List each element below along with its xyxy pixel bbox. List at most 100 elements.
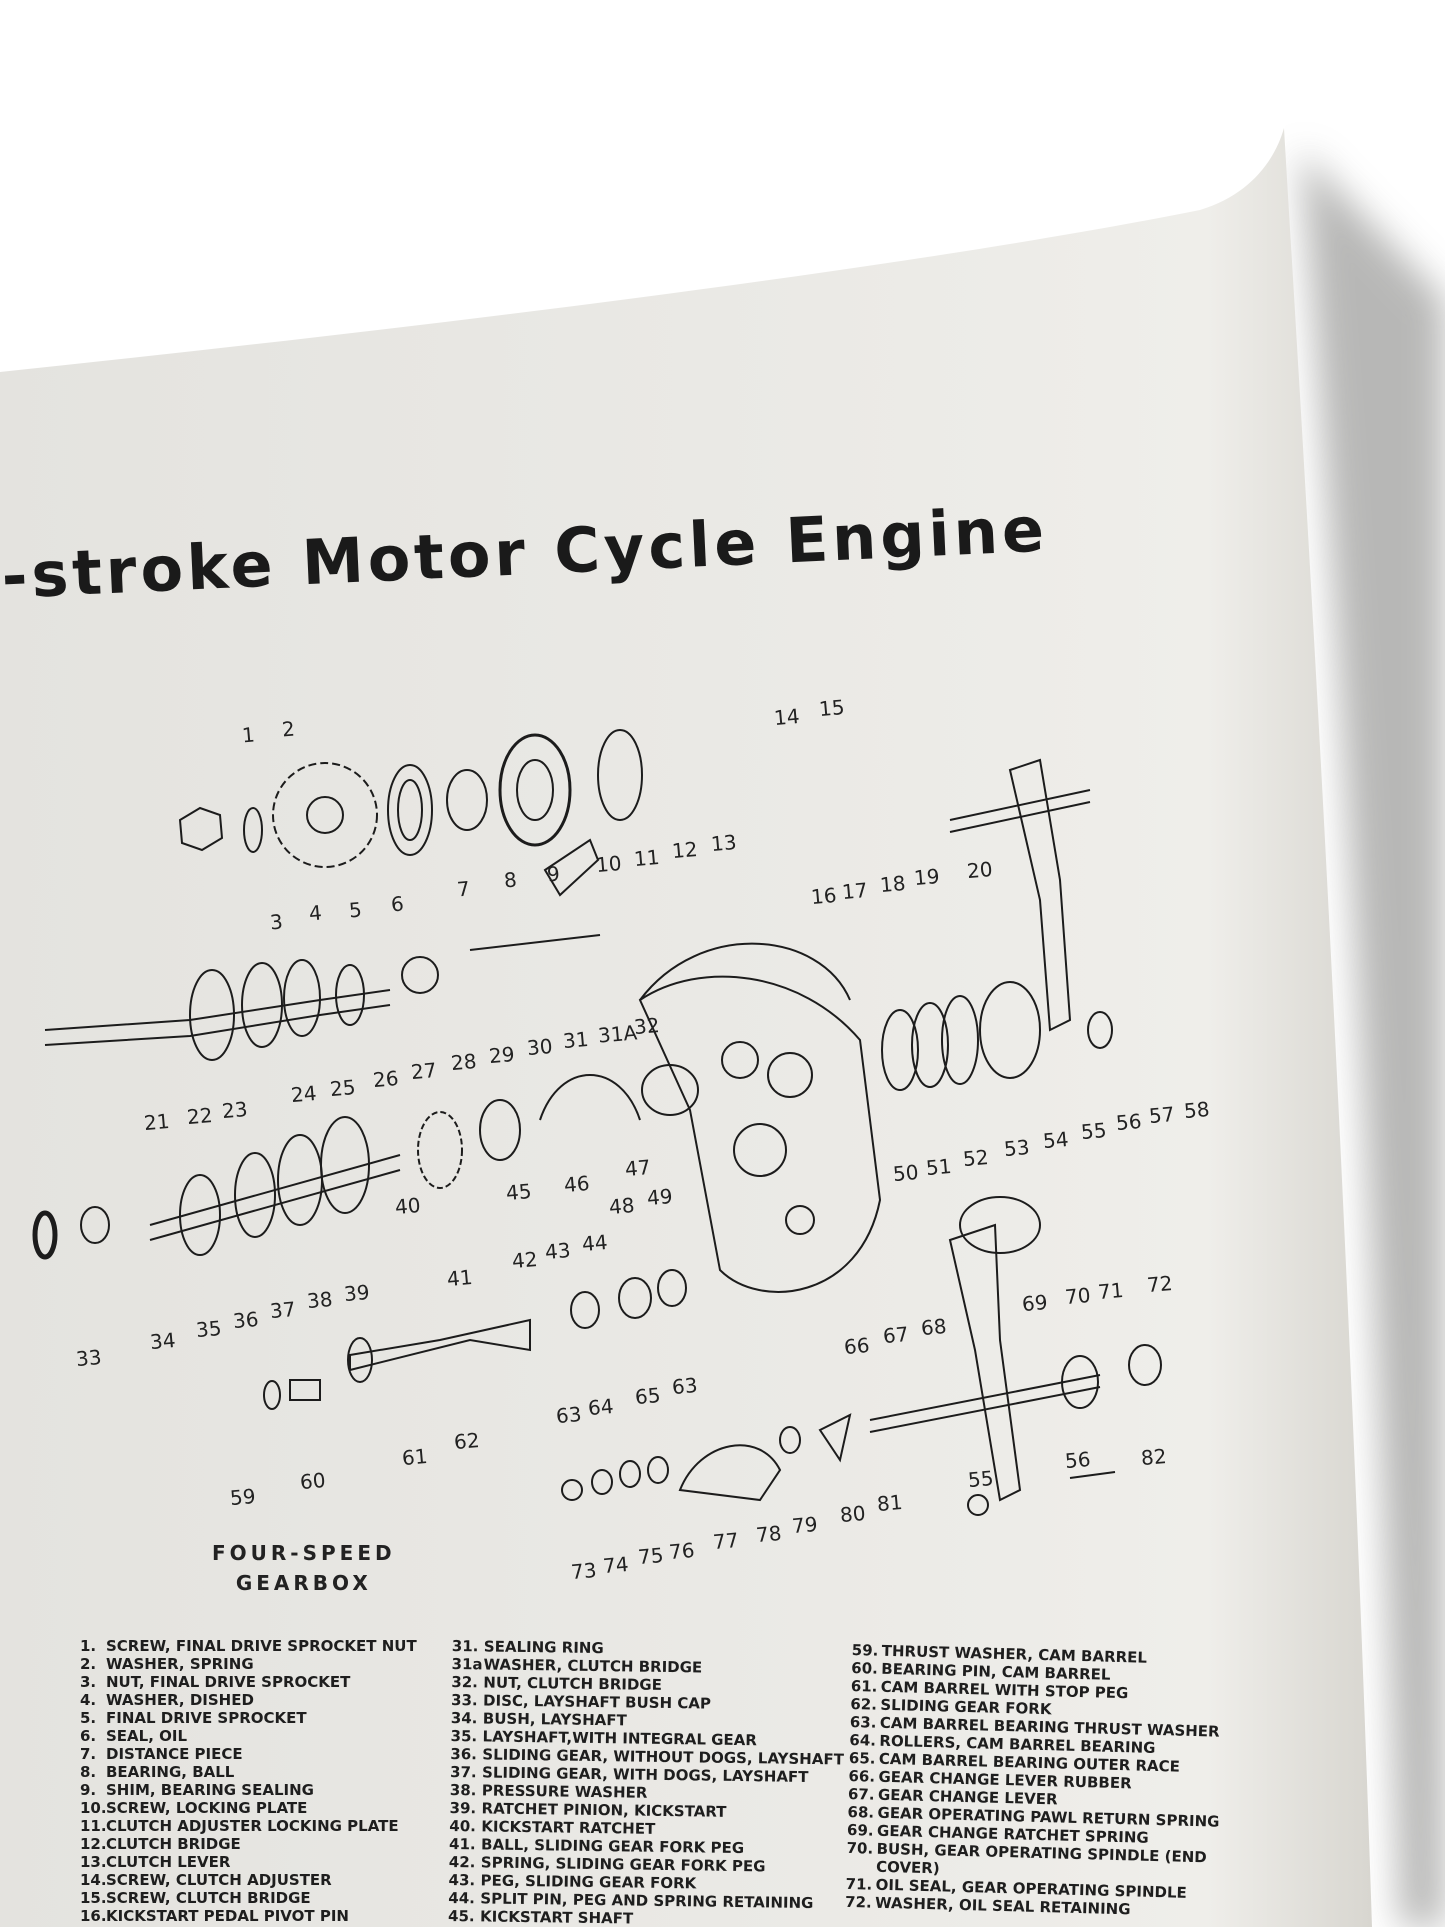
part-number: 69.: [846, 1820, 874, 1840]
part-description: SEAL, OIL: [106, 1727, 188, 1745]
parts-list-item: 12.CLUTCH BRIDGE: [80, 1835, 417, 1853]
part-number-label: 65: [634, 1383, 662, 1410]
part-description: CLUTCH LEVER: [106, 1853, 231, 1871]
part-number-label: 19: [913, 863, 941, 890]
part-number-label: 1: [240, 722, 256, 748]
part-number-label: 45: [505, 1179, 533, 1206]
part-number-label: 60: [298, 1468, 327, 1495]
part-description: KICKSTART SHAFT: [479, 1907, 634, 1927]
part-number: 3.: [80, 1673, 97, 1691]
part-number: 41.: [448, 1834, 476, 1854]
paper-shadow: [1300, 150, 1445, 1927]
part-description: CLUTCH BRIDGE: [106, 1835, 241, 1853]
part-number-label: 68: [920, 1314, 948, 1341]
part-number: 4.: [80, 1691, 97, 1709]
part-number-label: 29: [487, 1041, 516, 1068]
part-number: 37.: [449, 1762, 477, 1782]
part-number: 14.: [80, 1871, 107, 1889]
part-number-label: 21: [142, 1109, 171, 1136]
part-description: KICKSTART PEDAL PIVOT PIN: [106, 1907, 349, 1925]
part-number: 70.: [846, 1838, 874, 1858]
part-description: WASHER, SPRING: [106, 1655, 254, 1673]
part-number-label: 11: [632, 845, 661, 872]
part-number: 33.: [450, 1690, 478, 1710]
part-number-label: 55: [1080, 1117, 1108, 1144]
part-number: 5.: [80, 1709, 97, 1727]
part-description: SCREW, CLUTCH ADJUSTER: [106, 1871, 332, 1889]
part-number-label: 69: [1021, 1289, 1049, 1316]
part-number-label: 17: [840, 878, 868, 905]
part-description: BUSH, LAYSHAFT: [482, 1709, 627, 1730]
part-number-label: 40: [394, 1192, 422, 1219]
part-number: 34.: [450, 1708, 478, 1728]
part-number-label: 75: [636, 1542, 664, 1570]
part-number: 2.: [80, 1655, 97, 1673]
part-number-label: 47: [624, 1154, 652, 1181]
part-number-label: 56: [1114, 1109, 1142, 1136]
part-number-label: 35: [195, 1315, 223, 1342]
part-description: BEARING, BALL: [106, 1763, 235, 1781]
part-number: 11.: [80, 1817, 107, 1835]
part-description: KICKSTART RATCHET: [481, 1817, 656, 1838]
part-number: 35.: [450, 1726, 478, 1746]
part-number-label: 64: [587, 1394, 615, 1421]
part-number-label: 41: [446, 1265, 474, 1292]
part-number: 31.: [451, 1637, 479, 1656]
part-number: 72.: [844, 1892, 872, 1912]
parts-list-item: 2. WASHER, SPRING: [80, 1655, 417, 1673]
part-number-label: 5: [347, 897, 363, 923]
part-description: NUT, FINAL DRIVE SPROCKET: [106, 1673, 351, 1691]
part-number-label: 30: [525, 1034, 554, 1061]
exploded-diagram: [32, 729, 1162, 1516]
part-number-label: 25: [329, 1074, 357, 1101]
parts-list-item: 1.SCREW, FINAL DRIVE SPROCKET NUT: [80, 1637, 417, 1655]
part-description: SCREW, LOCKING PLATE: [106, 1799, 308, 1817]
part-number-label: 33: [75, 1345, 103, 1372]
part-number-label: 78: [754, 1520, 782, 1547]
part-number: 64.: [849, 1730, 877, 1750]
part-number-label: 49: [646, 1184, 674, 1211]
part-number-label: 28: [449, 1049, 478, 1076]
part-number-label: 53: [1002, 1135, 1031, 1162]
part-number: 40.: [449, 1816, 477, 1836]
part-number-label: 79: [791, 1512, 819, 1539]
part-number-label: 56: [1064, 1447, 1092, 1474]
part-number-label: 42: [511, 1246, 539, 1273]
part-number: 31a: [451, 1654, 483, 1674]
part-number: 68.: [847, 1802, 875, 1822]
part-number-label: 54: [1042, 1126, 1070, 1153]
part-number: 32.: [451, 1672, 479, 1692]
part-number-label: 70: [1064, 1282, 1092, 1309]
part-number-label: 58: [1183, 1096, 1211, 1124]
part-number-label: 34: [148, 1327, 177, 1355]
part-number-label: 10: [594, 851, 623, 878]
part-description: SCREW, FINAL DRIVE SPROCKET NUT: [106, 1637, 417, 1655]
part-number-label: 15: [818, 695, 846, 722]
parts-list-item: 16.KICKSTART PEDAL PIVOT PIN: [80, 1907, 417, 1925]
part-number: 13.: [80, 1853, 107, 1871]
part-number-label: 80: [839, 1501, 867, 1528]
part-number: 63.: [849, 1712, 877, 1732]
part-number-label: 59: [228, 1483, 257, 1511]
part-number: 62.: [850, 1694, 878, 1714]
part-number-label: 31: [561, 1026, 590, 1054]
part-number-label: 77: [711, 1528, 739, 1555]
part-number-label: 74: [602, 1551, 630, 1578]
part-number-label: 7: [455, 876, 471, 902]
part-number-label: 44: [581, 1229, 609, 1256]
kickstart-lever-shape: [1008, 758, 1072, 1032]
paper-surface: [0, 128, 1372, 1927]
part-number-label: 24: [290, 1080, 318, 1108]
part-number-label: 16: [809, 883, 838, 910]
part-number-label: 63: [555, 1401, 583, 1428]
part-number-label: 71: [1097, 1277, 1125, 1304]
parts-list-item: 8.BEARING, BALL: [80, 1763, 417, 1781]
parts-list-item: 10.SCREW, LOCKING PLATE: [80, 1799, 417, 1817]
part-number-label: 13: [710, 830, 738, 857]
part-number: 38.: [449, 1780, 477, 1800]
part-number-label: 20: [965, 857, 994, 884]
part-number: 36.: [450, 1744, 478, 1764]
